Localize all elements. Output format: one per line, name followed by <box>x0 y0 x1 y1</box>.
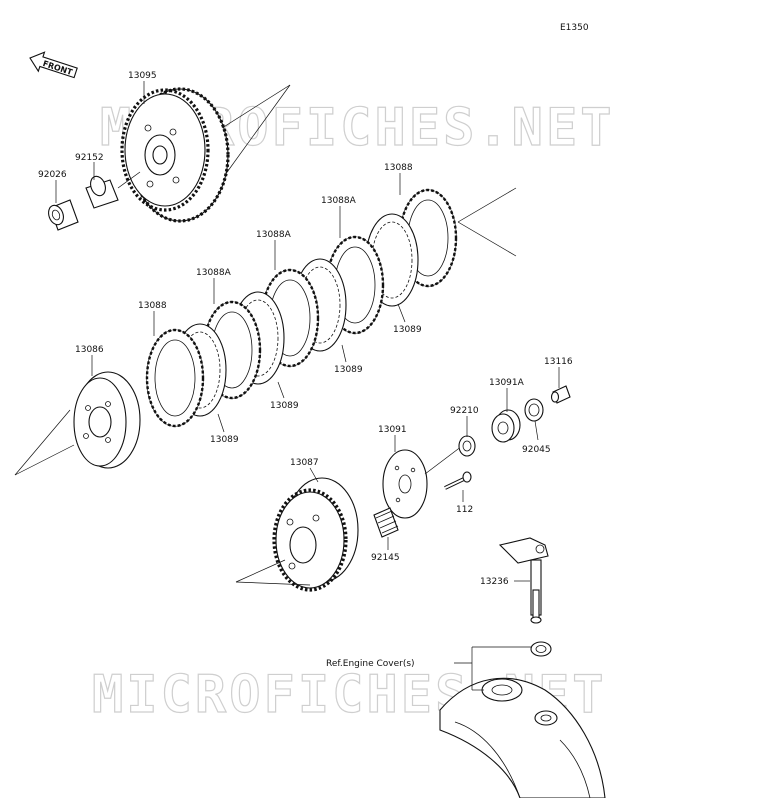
label-13089-a: 13089 <box>393 325 422 335</box>
label-13088A-c: 13088A <box>196 268 232 278</box>
spring-92145[interactable] <box>373 507 399 538</box>
bolt-112[interactable] <box>444 471 472 490</box>
label-13095: 13095 <box>128 71 157 81</box>
pin-13116[interactable] <box>550 385 571 404</box>
label-13088A-b: 13088A <box>256 230 292 240</box>
label-13088-top: 13088 <box>384 163 413 173</box>
seal-ref[interactable] <box>530 641 552 657</box>
label-92210: 92210 <box>450 406 479 416</box>
shaft-13236[interactable] <box>498 537 549 624</box>
pressure-plate-13086[interactable] <box>73 371 141 469</box>
engine-cover-fragment <box>439 677 606 798</box>
label-92026: 92026 <box>38 170 67 180</box>
label-92152: 92152 <box>75 153 104 163</box>
nut-92210[interactable] <box>458 435 476 457</box>
clutch-housing-13095[interactable] <box>120 87 230 223</box>
label-13089-d: 13089 <box>210 435 239 445</box>
ref-engine-cover-label: Ref.Engine Cover(s) <box>326 659 415 669</box>
lifter-plate-13091[interactable] <box>382 449 428 519</box>
label-13086: 13086 <box>75 345 104 355</box>
label-112: 112 <box>456 505 473 515</box>
bushing-92026[interactable] <box>46 199 79 231</box>
plate-13091A[interactable] <box>491 409 521 443</box>
label-13236: 13236 <box>480 577 509 587</box>
label-13089-c: 13089 <box>270 401 299 411</box>
label-92145: 92145 <box>371 553 400 563</box>
label-13088A-a: 13088A <box>321 196 357 206</box>
front-arrow-icon: FRONT <box>29 51 78 79</box>
label-13091: 13091 <box>378 425 407 435</box>
friction-plate-13088-bottom[interactable] <box>145 328 205 428</box>
label-13089-b: 13089 <box>334 365 363 375</box>
sleeve-92152[interactable] <box>85 174 119 209</box>
label-13087: 13087 <box>290 458 319 468</box>
label-13091A: 13091A <box>489 378 525 388</box>
diagram-code: E1350 <box>560 23 589 33</box>
label-92045: 92045 <box>522 445 551 455</box>
label-13116: 13116 <box>544 357 573 367</box>
label-13088-bottom: 13088 <box>138 301 167 311</box>
friction-plate-13088A-c[interactable] <box>202 300 262 400</box>
bearing-92045[interactable] <box>524 398 544 422</box>
clutch-hub-13087[interactable] <box>272 477 359 592</box>
